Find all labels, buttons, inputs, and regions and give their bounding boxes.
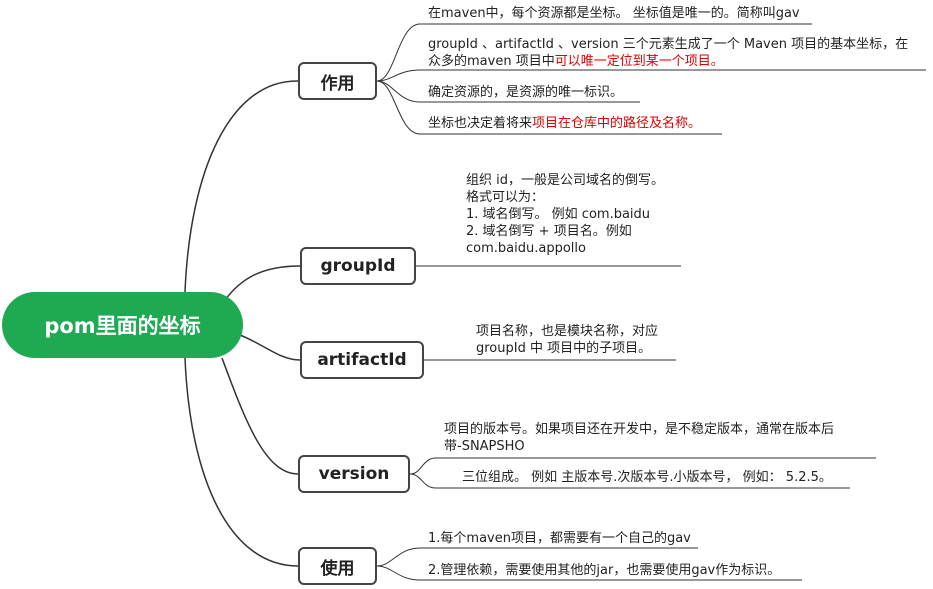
artifactid-leaf: 项目名称，也是模块名称，对应 groupId 中 项目中的子项目。: [476, 323, 658, 357]
artifactid-line-1: 项目名称，也是模块名称，对应: [476, 324, 659, 339]
groupid-line-4: 2. 域名倒写 + 项目名。例如: [466, 224, 632, 239]
zuoyong-leaf-4: 坐标也决定着将来项目在仓库中的路径及名称。: [428, 115, 701, 132]
zuoyong-leaf-3: 确定资源的，是资源的唯一标识。: [428, 85, 624, 100]
zuoyong-leaf-1: 在maven中，每个资源都是坐标。 坐标值是唯一的。简称叫gav: [428, 6, 800, 21]
zuoyong-leaf-4-plain: 坐标也决定着将来: [428, 116, 533, 131]
shiyong-leaf-2: 2.管理依赖，需要使用其他的jar，也需要使用gav作为标识。: [428, 563, 781, 578]
zuoyong-leaf-2-red: 可以唯一定位到某一个项目。: [554, 54, 724, 69]
groupid-line-2: 格式可以为：: [466, 190, 545, 205]
artifactid-line-2: groupId 中 项目中的子项目。: [476, 341, 652, 356]
zuoyong-leaf-4-red: 项目在仓库中的路径及名称。: [532, 116, 702, 131]
groupid-line-5: com.baidu.appollo: [466, 241, 586, 256]
zuoyong-leaf-2-line2: 众多的maven 项目中可以唯一定位到某一个项目。: [428, 53, 908, 70]
topic-groupid[interactable]: groupId: [300, 247, 416, 285]
zuoyong-leaf-2: groupId 、artifactId 、version 三个元素生成了一个 M…: [428, 36, 908, 70]
version-leaf-2: 三位组成。 例如 主版本号.次版本号.小版本号， 例如： 5.2.5。: [462, 470, 832, 485]
version-leaf-1-line1: 项目的版本号。如果项目还在开发中，是不稳定版本，通常在版本后: [444, 422, 835, 437]
zuoyong-leaf-2-plain: 众多的maven 项目中: [428, 54, 555, 69]
topic-version[interactable]: version: [298, 455, 410, 493]
zuoyong-leaf-2-line1: groupId 、artifactId 、version 三个元素生成了一个 M…: [428, 37, 909, 52]
topic-zuoyong[interactable]: 作用: [298, 62, 377, 100]
groupid-line-3: 1. 域名倒写。 例如 com.baidu: [466, 207, 651, 222]
groupid-line-1: 组织 id，一般是公司域名的倒写。: [466, 173, 664, 188]
groupid-leaf: 组织 id，一般是公司域名的倒写。 格式可以为： 1. 域名倒写。 例如 com…: [466, 172, 664, 257]
version-leaf-1: 项目的版本号。如果项目还在开发中，是不稳定版本，通常在版本后 带-SNAPSHO: [444, 421, 834, 455]
version-leaf-1-line2: 带-SNAPSHO: [444, 439, 525, 454]
topic-shiyong[interactable]: 使用: [298, 547, 377, 585]
root-topic[interactable]: pom里面的坐标: [2, 292, 243, 358]
topic-artifactid[interactable]: artifactId: [300, 341, 424, 379]
shiyong-leaf-1: 1.每个maven项目，都需要有一个自己的gav: [428, 531, 691, 546]
